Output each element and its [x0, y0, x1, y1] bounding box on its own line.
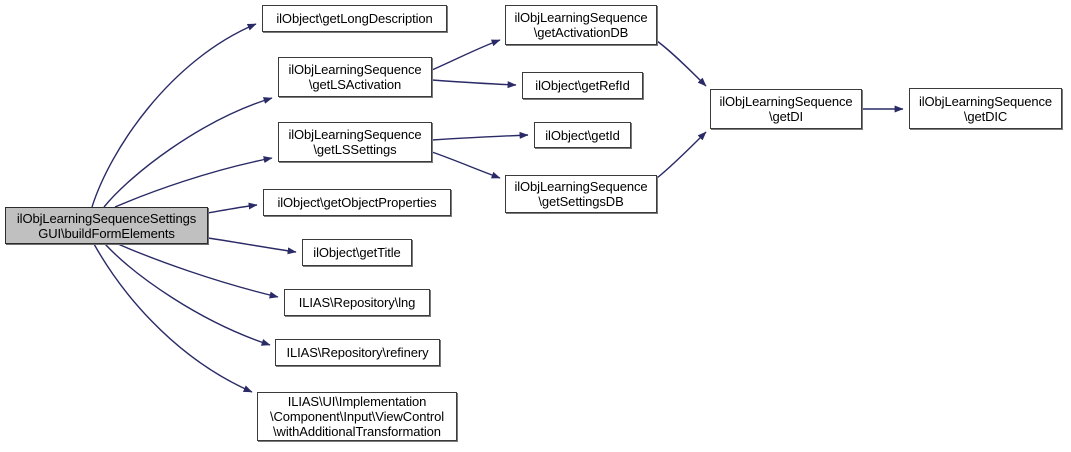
graph-node-lng[interactable]: ILIAS\Repository\lng [284, 289, 430, 316]
graph-edge-root-to-refinery [104, 243, 271, 346]
graph-node-root[interactable]: ilObjLearningSequenceSettings GUI\buildF… [5, 207, 208, 244]
graph-node-label: ilObject\getTitle [313, 245, 401, 260]
graph-node-viewControl[interactable]: ILIAS\UI\Implementation \Component\Input… [257, 392, 457, 441]
graph-node-label: ilObject\getRefId [535, 78, 630, 93]
graph-node-getId[interactable]: ilObject\getId [534, 122, 631, 148]
graph-node-label: ilObject\getLongDescription [276, 11, 433, 26]
graph-node-getDI[interactable]: ilObjLearningSequence \getDI [710, 89, 862, 129]
graph-edge-getLSSettings-to-getId [431, 131, 529, 141]
graph-node-label: ilObjLearningSequence \getSettingsDB [514, 179, 648, 209]
graph-node-refinery[interactable]: ILIAS\Repository\refinery [275, 339, 440, 366]
graph-edge-root-to-getLongDescription [91, 23, 257, 208]
graph-edge-root-to-getTitle [207, 237, 297, 255]
graph-node-getTitle[interactable]: ilObject\getTitle [302, 239, 412, 266]
graph-node-getDIC[interactable]: ilObjLearningSequence \getDIC [909, 88, 1062, 129]
graph-edge-root-to-getObjectProperties [207, 202, 258, 214]
graph-node-label: ilObjLearningSequence \getDIC [918, 93, 1053, 124]
graph-edge-getLSActivation-to-getRefId [431, 79, 517, 89]
graph-node-getLongDescription[interactable]: ilObject\getLongDescription [262, 5, 447, 32]
graph-node-getActivationDB[interactable]: ilObjLearningSequence \getActivationDB [505, 5, 657, 45]
graph-edge-getLSActivation-to-getActivationDB [431, 39, 501, 71]
graph-node-label: ILIAS\UI\Implementation \Component\Input… [269, 394, 444, 439]
edge-group [91, 23, 904, 393]
graph-edge-getSettingsDB-to-getDI [656, 131, 707, 179]
graph-edge-root-to-viewControl [93, 243, 253, 393]
graph-node-label: ILIAS\Repository\lng [298, 295, 416, 310]
graph-node-label: ilObjLearningSequence \getLSSettings [288, 127, 422, 157]
graph-node-label: ILIAS\Repository\refinery [286, 345, 429, 360]
graph-edge-getActivationDB-to-getDI [656, 40, 707, 87]
graph-edge-root-to-getLSSettings [114, 156, 273, 208]
graph-node-getRefId[interactable]: ilObject\getRefId [522, 72, 643, 99]
graph-edge-root-to-lng [117, 243, 279, 299]
graph-node-label: ilObjLearningSequence \getLSActivation [288, 62, 422, 92]
graph-node-label: ilObject\getId [545, 127, 620, 143]
graph-node-getSettingsDB[interactable]: ilObjLearningSequence \getSettingsDB [505, 175, 657, 213]
graph-node-getObjectProperties[interactable]: ilObject\getObjectProperties [263, 189, 451, 216]
graph-edge-getLSSettings-to-getSettingsDB [431, 151, 501, 179]
graph-edge-root-to-getLSActivation [103, 97, 273, 208]
graph-node-getLSActivation[interactable]: ilObjLearningSequence \getLSActivation [278, 57, 432, 97]
graph-node-label: ilObjLearningSequenceSettings GUI\buildF… [16, 210, 197, 241]
graph-node-label: ilObjLearningSequence \getActivationDB [514, 10, 648, 40]
graph-node-label: ilObject\getObjectProperties [277, 195, 437, 210]
graph-node-getLSSettings[interactable]: ilObjLearningSequence \getLSSettings [278, 122, 432, 162]
graph-node-label: ilObjLearningSequence \getDI [719, 94, 853, 124]
